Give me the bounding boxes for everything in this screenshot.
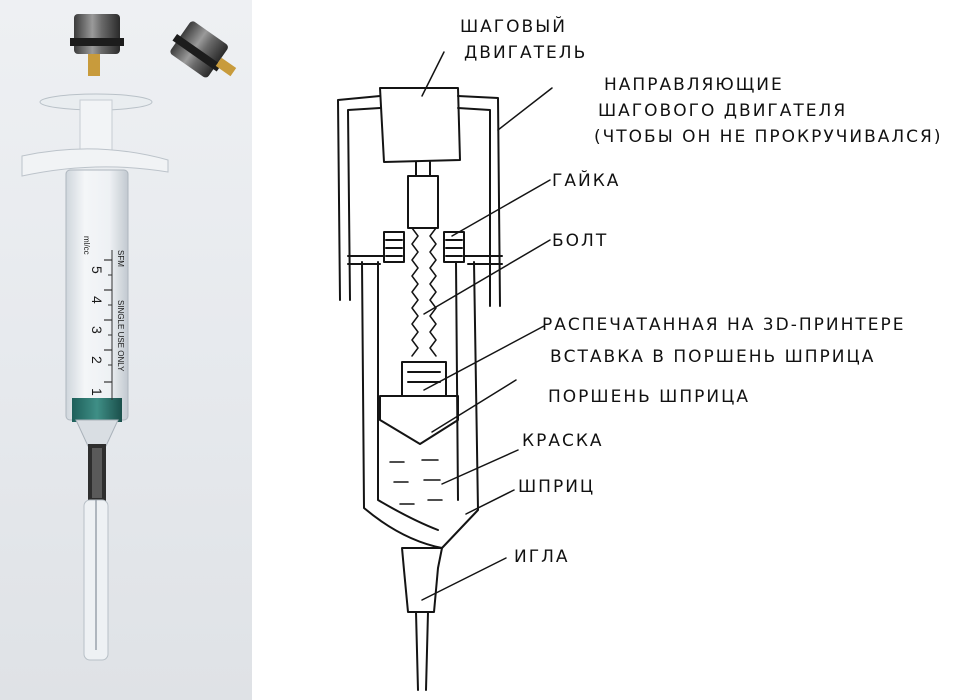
stepper-motor-box: [379, 87, 461, 163]
label-needle: ИГЛА: [514, 547, 570, 567]
label-bolt: БОЛТ: [552, 231, 608, 251]
label-syringe: ШПРИЦ: [518, 477, 595, 497]
needle-hub-highlight: [92, 448, 102, 498]
needle-hub-outline: [401, 547, 443, 613]
leader-plunger: [431, 379, 517, 433]
leader-bolt: [423, 239, 551, 315]
leader-syringe: [465, 489, 515, 515]
liquid: [72, 398, 122, 422]
barrel-brand: SFM: [116, 250, 125, 267]
leader-guides: [497, 87, 553, 131]
syringe-barrel: [65, 169, 129, 421]
barrel-tip: [75, 419, 119, 447]
guide-rails: [337, 95, 501, 307]
scale-number-5: 5: [89, 266, 105, 274]
stepper-motor-1: [70, 14, 124, 76]
leader-nut: [451, 179, 551, 237]
label-insert-line2: ВСТАВКА В ПОРШЕНЬ ШПРИЦА: [550, 347, 875, 367]
barrel-scale: [104, 250, 113, 400]
label-guides-line1: НАПРАВЛЯЮЩИЕ: [604, 75, 784, 95]
syringe-plunger: [379, 395, 459, 445]
shaft-coupling: [407, 175, 439, 229]
label-motor-line2: ДВИГАТЕЛЬ: [464, 43, 587, 63]
motor-shaft: [415, 161, 431, 177]
syringe-photo: ml/cc 5 4 3 2 1 SINGLE USE ONLY SFM: [0, 0, 252, 700]
stepper-motor-2: [170, 21, 237, 78]
label-motor-line1: ШАГОВЫЙ: [460, 15, 567, 37]
label-guides-line2: ШАГОВОГО ДВИГАТЕЛЯ: [598, 101, 847, 121]
label-insert-line1: РАСПЕЧАТАННАЯ НА 3D-ПРИНТЕРЕ: [542, 315, 906, 335]
label-guides-line3: (ЧТОБЫ ОН НЕ ПРОКРУЧИВАЛСЯ): [594, 127, 942, 147]
leader-paint: [441, 449, 519, 485]
printed-insert: [401, 361, 447, 397]
leader-motor: [421, 51, 445, 97]
barrel-flange: [21, 148, 169, 177]
label-plunger: ПОРШЕНЬ ШПРИЦА: [548, 387, 750, 407]
threaded-bolt: [411, 227, 437, 357]
scale-number-1: 1: [89, 388, 105, 396]
nut-right: [443, 231, 465, 263]
mechanism-sketch: ШАГОВЫЙ ДВИГАТЕЛЬ НАПРАВЛЯЮЩИЕ ШАГОВОГО …: [252, 0, 958, 700]
paint-fill: [389, 459, 443, 505]
scale-number-3: 3: [89, 326, 105, 334]
label-paint: КРАСКА: [522, 431, 604, 451]
leader-needle: [421, 557, 507, 601]
needle-line: [415, 611, 429, 691]
barrel-text: SINGLE USE ONLY: [116, 300, 125, 372]
label-nut: ГАЙКА: [552, 169, 620, 191]
scale-number-2: 2: [89, 356, 105, 364]
syringe-flange: [347, 255, 503, 265]
mechanism-sketch-drawing: ШАГОВЫЙ ДВИГАТЕЛЬ НАПРАВЛЯЮЩИЕ ШАГОВОГО …: [337, 15, 942, 691]
syringe-photo-drawing: ml/cc 5 4 3 2 1 SINGLE USE ONLY SFM: [21, 14, 237, 661]
scale-unit: ml/cc: [82, 236, 91, 255]
nut-left: [383, 231, 405, 263]
scale-number-4: 4: [89, 296, 105, 304]
leader-insert: [423, 325, 545, 391]
